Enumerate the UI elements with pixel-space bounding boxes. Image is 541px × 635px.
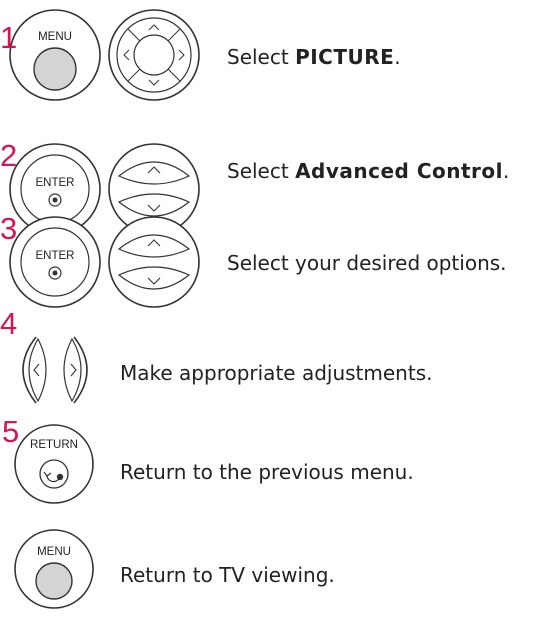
step-number: 4 [0, 306, 18, 341]
up-down-navigation-icon [108, 216, 200, 308]
menu-button-label: MENU [38, 31, 72, 43]
enter-button-icon: ENTER [9, 216, 101, 308]
left-right-navigation-icon [22, 336, 88, 404]
step-number: 5 [2, 414, 20, 449]
step-1: 1 MENU Select PICTURE. [0, 0, 541, 115]
menu-item-picture: PICTURE [295, 45, 395, 69]
return-button-icon: RETURN [14, 424, 94, 504]
step-2-instruction: Select Advanced Control. [227, 159, 510, 183]
step-2: 2 ENTER Select Advanced Control. [0, 115, 541, 235]
step-5: 5 RETURN Return to the previous menu. [0, 410, 541, 515]
menu-button-icon: MENU [9, 9, 101, 101]
up-down-navigation-icon [108, 143, 200, 235]
menu-button-label: MENU [37, 546, 71, 558]
enter-button-label: ENTER [36, 250, 75, 262]
step-final: MENU Return to TV viewing. [0, 525, 541, 635]
step-3-instruction: Select your desired options. [227, 251, 507, 275]
step-5-instruction: Return to the previous menu. [120, 460, 414, 484]
step-3: 3 ENTER Select your desired options. [0, 211, 541, 315]
step-final-instruction: Return to TV viewing. [120, 563, 335, 587]
step-4: 4 Make appropriate adjustments. [0, 306, 541, 410]
enter-button-label: ENTER [36, 177, 75, 189]
enter-button-icon: ENTER [9, 143, 101, 235]
step-1-instruction: Select PICTURE. [227, 45, 401, 69]
step-number: 1 [0, 20, 18, 55]
menu-item-advanced-control: Advanced Control [295, 159, 504, 183]
return-button-label: RETURN [30, 439, 78, 451]
step-number: 3 [0, 211, 18, 246]
four-way-navigation-icon [108, 9, 200, 101]
step-4-instruction: Make appropriate adjustments. [120, 361, 433, 385]
menu-button-icon: MENU [14, 529, 94, 609]
step-number: 2 [0, 138, 18, 173]
